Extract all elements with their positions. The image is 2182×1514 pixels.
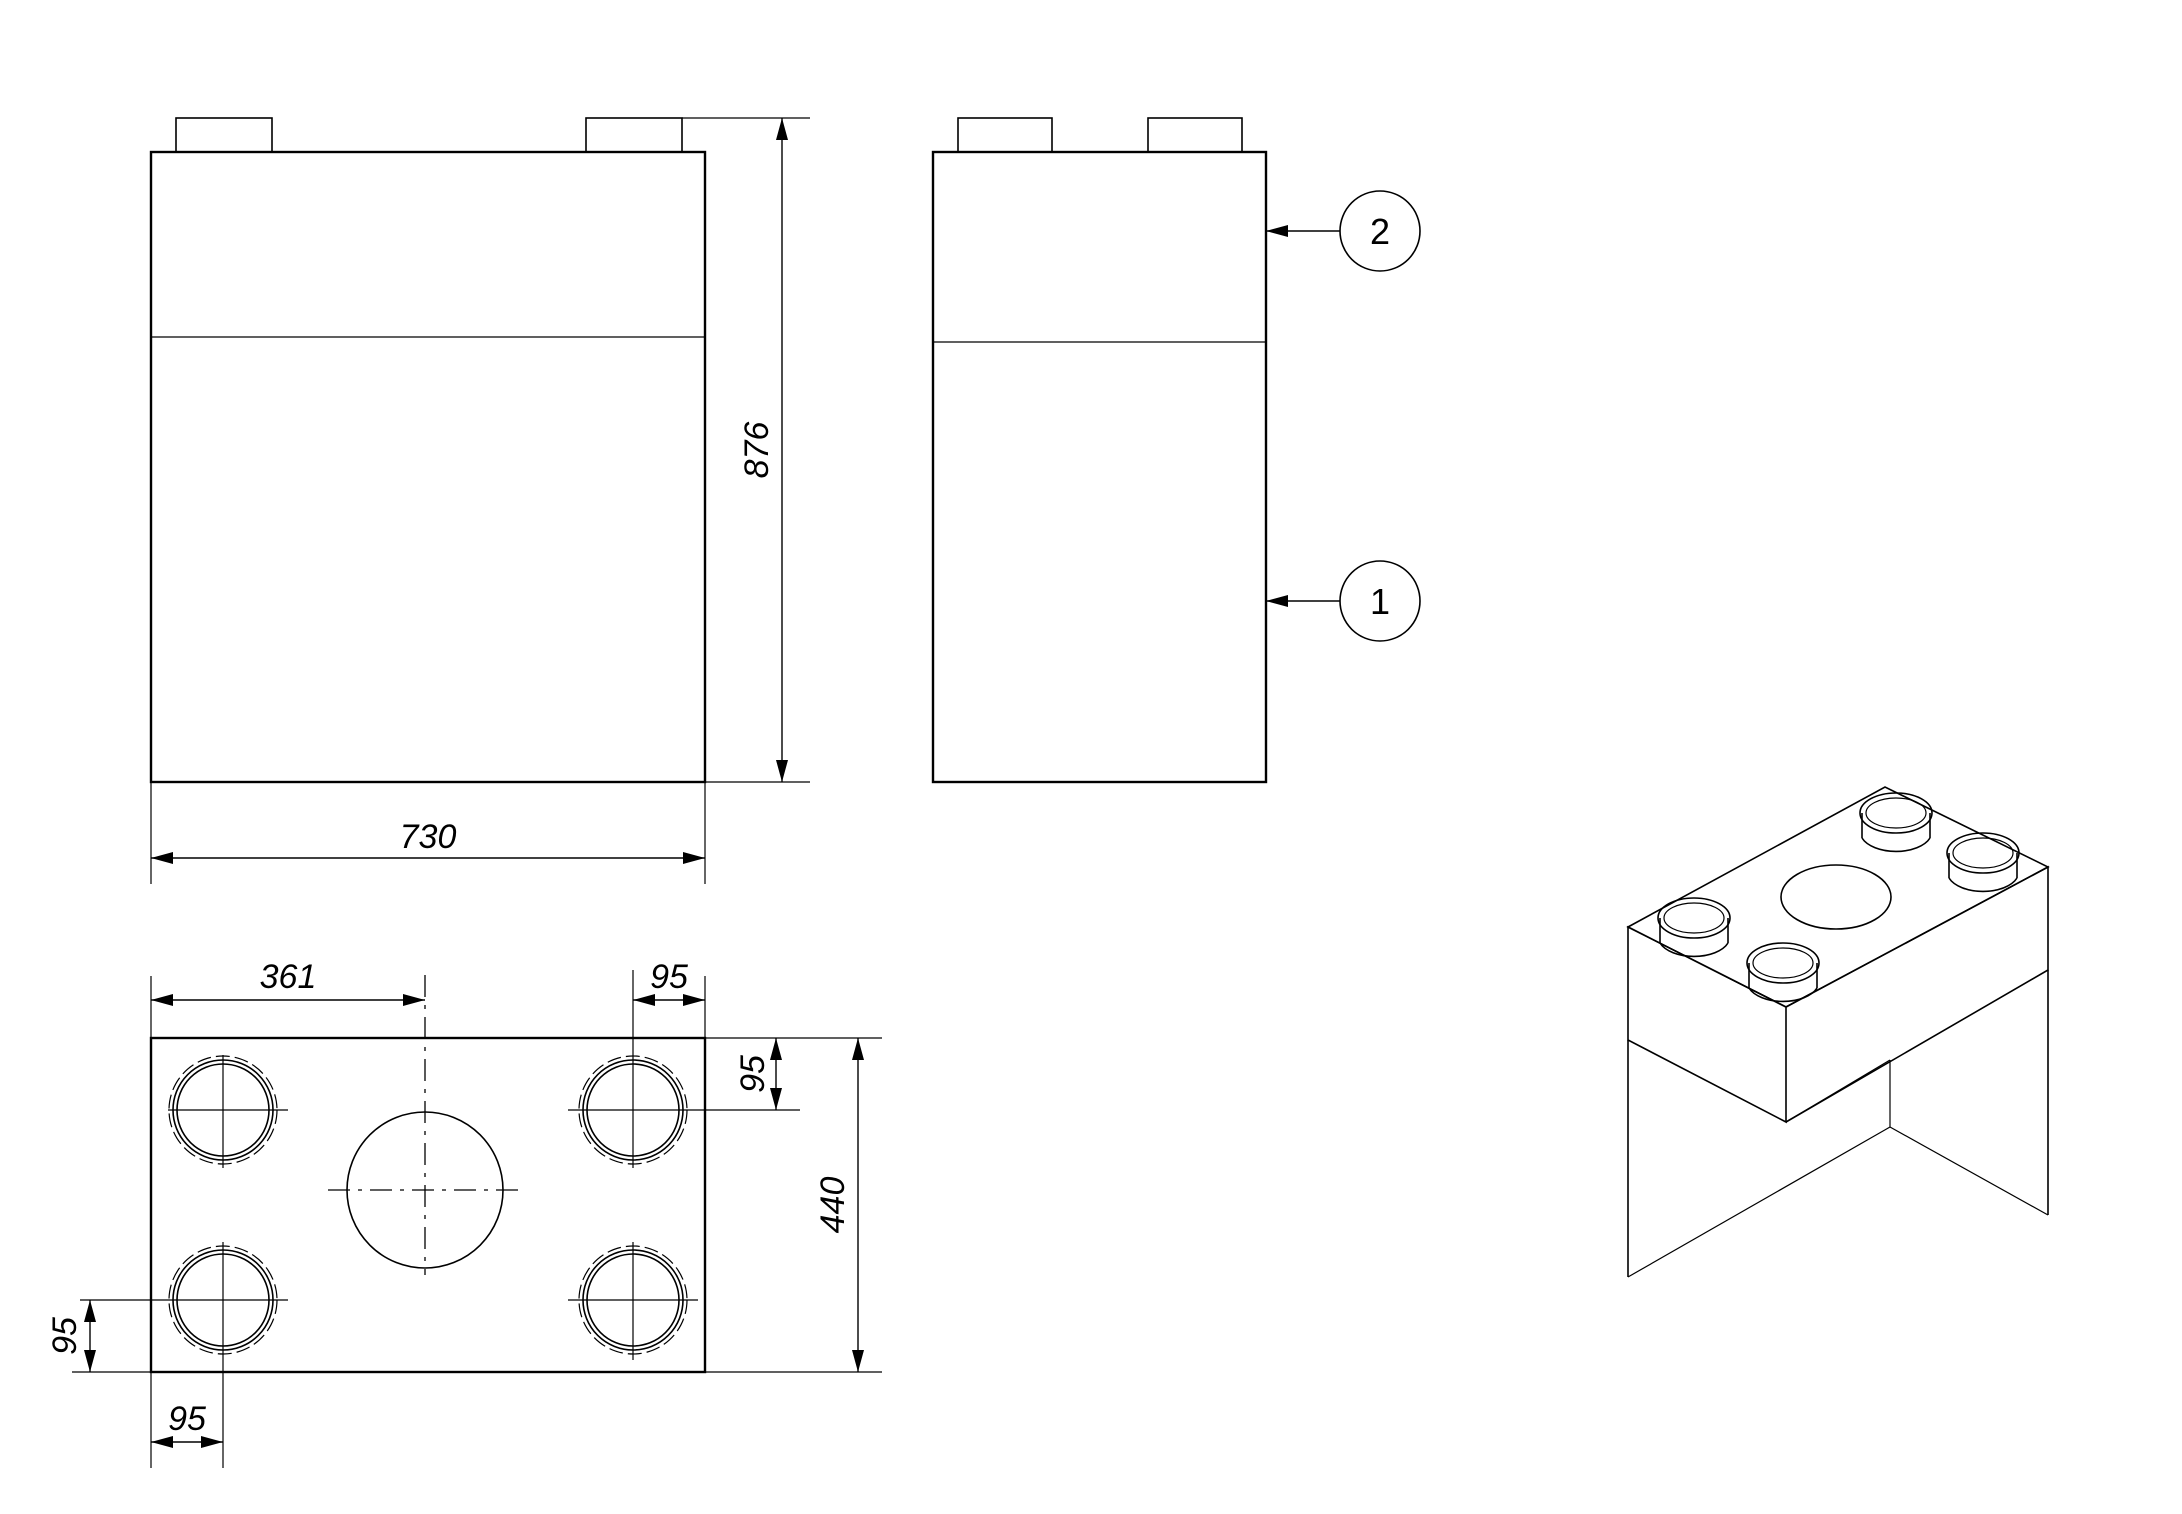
iso-top-face bbox=[1626, 786, 2050, 1008]
side-body bbox=[931, 150, 1268, 784]
front-spigot-right bbox=[585, 117, 683, 153]
top-body bbox=[149, 1036, 707, 1374]
isometric-view bbox=[1626, 786, 2050, 1278]
top-view: 361 95 95 440 95 95 bbox=[46, 958, 882, 1468]
iso-spigot-left bbox=[1657, 897, 1731, 958]
iso-spigot-front bbox=[1746, 942, 1820, 1003]
dim-bottom-offset: 95 bbox=[168, 1400, 206, 1438]
side-spigot-left bbox=[957, 117, 1053, 153]
spigot-bottom-left bbox=[80, 1242, 288, 1468]
side-view: 2 1 bbox=[931, 117, 1421, 784]
dim-top-right-vertical-offset: 95 bbox=[734, 1055, 772, 1093]
dim-top-right-offset: 95 bbox=[650, 958, 688, 996]
front-spigot-left bbox=[175, 117, 273, 153]
iso-spigot-back bbox=[1859, 792, 1933, 853]
front-body bbox=[149, 150, 707, 784]
spigot-bottom-right bbox=[568, 1242, 698, 1360]
dim-front-width: 730 bbox=[400, 818, 457, 856]
dim-front-height: 876 bbox=[738, 422, 776, 479]
front-view: 876 730 bbox=[149, 117, 810, 884]
callout-circle-1 bbox=[1339, 560, 1421, 642]
spigot-top-right bbox=[568, 970, 800, 1168]
dim-left-vertical-offset: 95 bbox=[46, 1317, 84, 1355]
center-opening bbox=[328, 975, 522, 1275]
callout-label-1: 1 bbox=[1370, 581, 1390, 622]
iso-upper-left-face bbox=[1627, 925, 1787, 1124]
iso-spigot-right bbox=[1946, 832, 2020, 893]
spigot-top-left bbox=[168, 1055, 288, 1168]
iso-center-opening bbox=[1780, 864, 1892, 930]
side-spigot-right bbox=[1147, 117, 1243, 153]
callout-label-2: 2 bbox=[1370, 211, 1390, 252]
callout-circle-2 bbox=[1339, 190, 1421, 272]
dim-top-center-offset: 361 bbox=[260, 958, 317, 996]
dim-top-depth: 440 bbox=[814, 1177, 852, 1234]
